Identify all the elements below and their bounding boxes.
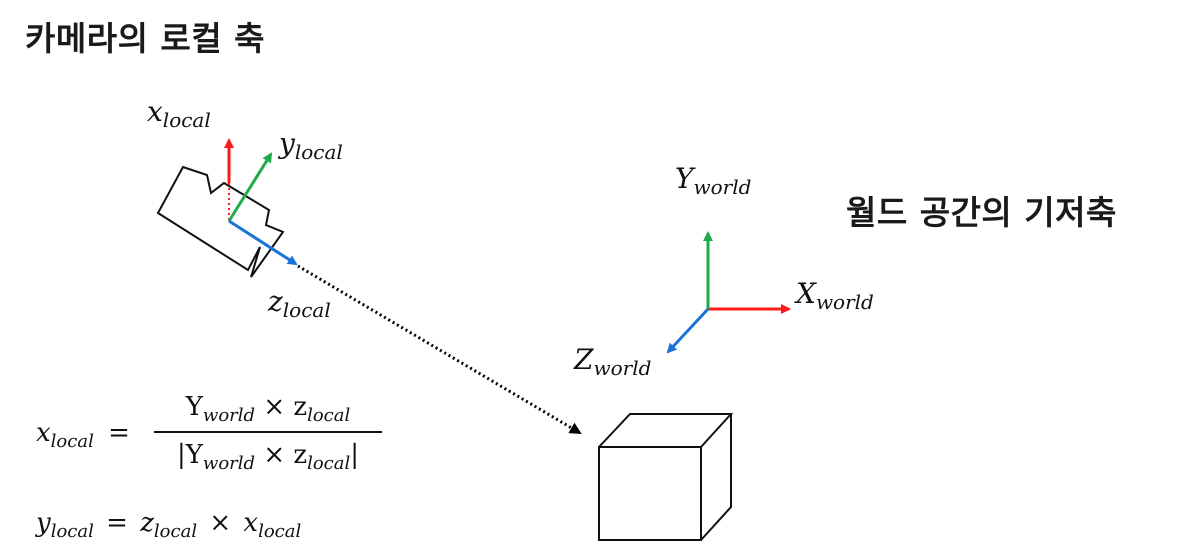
camera-y-local-label: ylocal [279,127,343,164]
camera-y-local-arrow [227,152,273,222]
target-cube [598,413,734,541]
camera-z-local-label: zlocal [268,285,331,322]
world-y-axis-label: Yworld [675,162,752,199]
equation-y-local: ylocal = zlocal × xlocal [36,508,302,542]
camera-x-local-label: xlocal [147,95,211,132]
world-x-axis-label: Xworld [796,277,874,314]
world-z-axis-label: Zworld [574,343,652,380]
world-z-axis-arrow [666,307,710,354]
camera-z-local-arrow [228,219,298,266]
equation-x-local-fraction-bar [154,431,382,433]
equation-x-local: xlocal = [36,418,130,452]
camera-body-outline [156,165,285,278]
equation-x-local-denominator: |Yworld × zlocal| [176,440,360,474]
camera-local-axes-title: 카메라의 로컬 축 [25,19,265,58]
equation-x-local-numerator: Yworld × zlocal [185,392,351,426]
world-basis-axes-title: 월드 공간의 기저축 [846,193,1117,232]
